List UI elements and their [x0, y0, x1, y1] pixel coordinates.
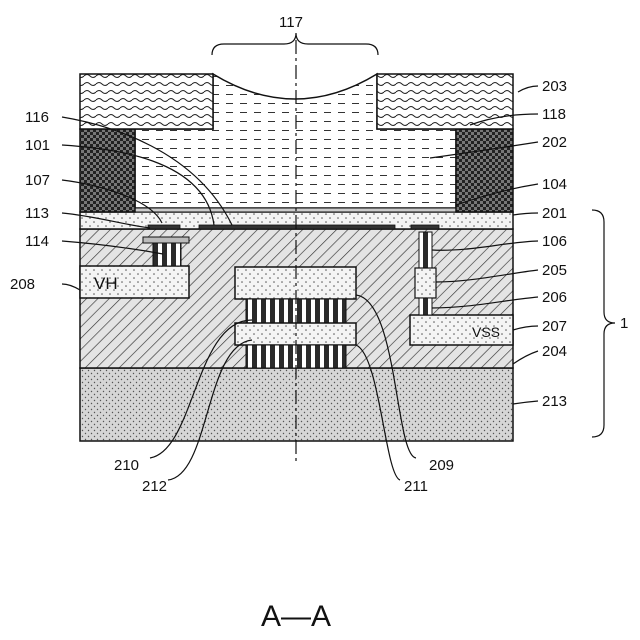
label-1: 1 — [620, 315, 628, 332]
electrode-center — [199, 225, 395, 229]
label-113: 113 — [25, 205, 49, 222]
label-205: 205 — [542, 262, 567, 279]
wall-right — [456, 129, 513, 212]
label-107: 107 — [25, 172, 50, 189]
label-114: 114 — [25, 233, 49, 250]
vss-text: VSS — [472, 324, 500, 340]
cap-left — [80, 74, 213, 129]
label-211: 211 — [404, 478, 428, 495]
brace-117 — [212, 33, 378, 55]
right-via-pad — [415, 268, 436, 298]
label-104: 104 — [542, 176, 567, 193]
left-via — [153, 243, 181, 266]
label-116: 116 — [25, 109, 49, 126]
label-202: 202 — [542, 134, 567, 151]
label-204: 204 — [542, 343, 567, 360]
wall-left — [80, 129, 135, 212]
label-106: 106 — [542, 233, 567, 250]
figure-caption: A—A — [261, 600, 331, 633]
right-upper-via — [419, 232, 432, 268]
cap-right — [377, 74, 513, 129]
label-203: 203 — [542, 78, 567, 95]
label-210: 210 — [114, 457, 139, 474]
label-101: 101 — [25, 137, 50, 154]
left-pad — [143, 237, 189, 243]
label-209: 209 — [429, 457, 454, 474]
right-lower-via — [419, 298, 432, 315]
electrode-right — [411, 225, 439, 229]
label-117: 117 — [279, 14, 303, 31]
label-118: 118 — [542, 106, 566, 123]
electrode-left — [148, 225, 180, 229]
label-208: 208 — [10, 276, 35, 293]
label-212: 212 — [142, 478, 167, 495]
brace-1 — [592, 210, 615, 437]
label-207: 207 — [542, 318, 567, 335]
label-213: 213 — [542, 393, 567, 410]
label-201: 201 — [542, 205, 567, 222]
vh-text: VH — [94, 274, 118, 293]
label-206: 206 — [542, 289, 567, 306]
